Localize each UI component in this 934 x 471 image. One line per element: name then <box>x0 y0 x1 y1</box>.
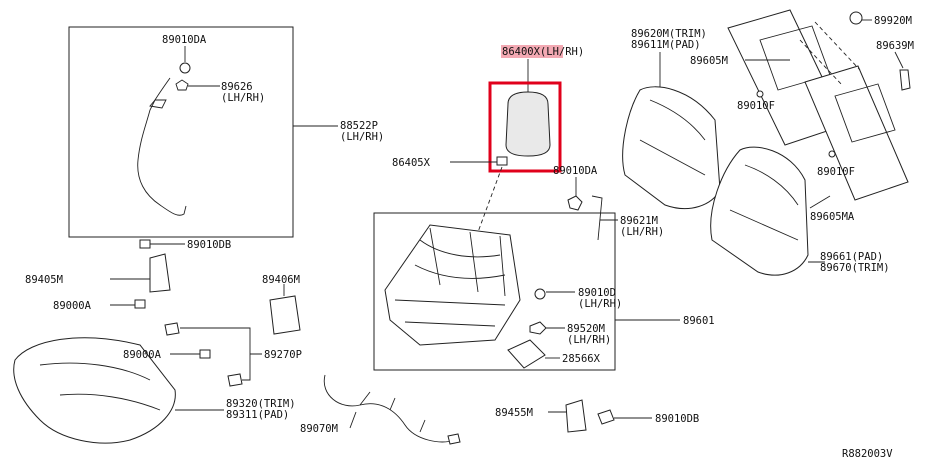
seatback-pad-89611M <box>622 86 721 209</box>
label-89520M-side: (LH/RH) <box>567 334 611 346</box>
label-89010F-a: 89010F <box>737 100 775 112</box>
label-89000A-b: 89000A <box>123 349 162 361</box>
headrest-highlight-box <box>488 81 562 173</box>
label-89000A-a: 89000A <box>53 300 92 312</box>
bolt-89000A-b <box>199 349 211 359</box>
label-89605M: 89605M <box>690 55 728 67</box>
bottom-group: 89070M 89455M 89010DB <box>300 374 699 445</box>
pad-89270P-b <box>227 373 243 387</box>
label-89010DB-bot: 89010DB <box>655 413 699 425</box>
pad-89270P-a <box>164 322 180 336</box>
harness-box-group: 89010DA 89626 (LH/RH) 88522P (LH/RH) <box>68 26 384 238</box>
harness-wire <box>137 77 187 216</box>
seatback-pad-89661 <box>710 146 809 276</box>
label-89455M: 89455M <box>495 407 533 419</box>
label-89010F-b: 89010F <box>817 166 855 178</box>
label-86405X: 86405X <box>392 157 431 169</box>
label-89621M: 89621M <box>620 215 658 227</box>
harness-wire-branch <box>149 99 167 109</box>
cover-28566X <box>507 339 546 369</box>
label-89670: 89670(TRIM) <box>820 262 890 274</box>
label-89611M: 89611M(PAD) <box>631 39 701 51</box>
harness-box <box>68 26 294 238</box>
clip-89920M <box>849 11 863 25</box>
label-89070M: 89070M <box>300 423 338 435</box>
bolt-89010D <box>534 288 546 300</box>
rod-89621M <box>591 195 603 241</box>
clip-89010F-a <box>756 90 764 98</box>
seatback-panel-89605MA <box>804 65 909 201</box>
label-89010DA-mid: 89010DA <box>553 165 598 177</box>
label-89320: 89320(TRIM) <box>226 398 296 410</box>
bolt-89010DB-top <box>139 239 151 249</box>
bolt-89010DB-bot <box>597 409 615 425</box>
label-89605MA: 89605MA <box>810 211 855 223</box>
label-89621M-side: (LH/RH) <box>620 226 664 238</box>
harness-89070M <box>323 374 456 443</box>
headrest-86400X <box>505 91 551 157</box>
label-88522P-side: (LH/RH) <box>340 131 384 143</box>
label-89406M: 89406M <box>262 274 300 286</box>
clip-89010F-b <box>828 150 836 158</box>
label-89601: 89601 <box>683 315 715 327</box>
clip-89010DA-mid <box>567 195 583 211</box>
label-89626-side: (LH/RH) <box>221 92 265 104</box>
label-89626: 89626 <box>221 81 253 93</box>
label-88522P: 88522P <box>340 120 378 132</box>
mid-clip-group: 89010DA 89621M (LH/RH) <box>553 165 664 241</box>
headrest-guide-86405X <box>496 156 508 166</box>
label-89520M: 89520M <box>567 323 605 335</box>
frame-box-group: 89010D (LH/RH) 89520M (LH/RH) 28566X 896… <box>373 212 715 371</box>
label-28566X: 28566X <box>562 353 601 365</box>
label-89010D: 89010D <box>578 287 616 299</box>
label-89311: 89311(PAD) <box>226 409 289 421</box>
label-89620M: 89620M(TRIM) <box>631 28 707 40</box>
seatback-group: 89620M(TRIM) 89611M(PAD) 89605M 89920M 8… <box>622 9 914 276</box>
diagram-id: R882003V <box>842 448 893 460</box>
cushion-group: 89010DB 89405M 89000A 89406M 89000A 8927… <box>13 239 302 444</box>
clip-89406M <box>269 295 301 335</box>
clip-89520M <box>529 321 547 335</box>
bracket-89455M <box>565 399 587 433</box>
label-89920M: 89920M <box>874 15 912 27</box>
headrest-group: 86400X(LH/RH) 86405X <box>392 45 584 233</box>
label-89010DB-top: 89010DB <box>187 239 231 251</box>
bracket-89405M <box>149 253 171 293</box>
bracket-89639M <box>899 69 911 91</box>
label-86400X: 86400X(LH/RH) <box>502 46 584 58</box>
label-86400X-highlight <box>501 45 563 58</box>
clip-89010DA-top <box>179 62 191 74</box>
label-89661: 89661(PAD) <box>820 251 883 263</box>
label-89405M: 89405M <box>25 274 63 286</box>
label-89270P: 89270P <box>264 349 302 361</box>
seat-frame-89601 <box>384 224 521 346</box>
label-89010D-side: (LH/RH) <box>578 298 622 310</box>
label-89639M: 89639M <box>876 40 914 52</box>
frame-box <box>373 212 616 371</box>
label-89010DA-top: 89010DA <box>162 34 207 46</box>
bolt-89000A-a <box>134 299 146 309</box>
seat-cushion-89320 <box>13 337 176 444</box>
clip-89626-shape <box>175 79 189 91</box>
